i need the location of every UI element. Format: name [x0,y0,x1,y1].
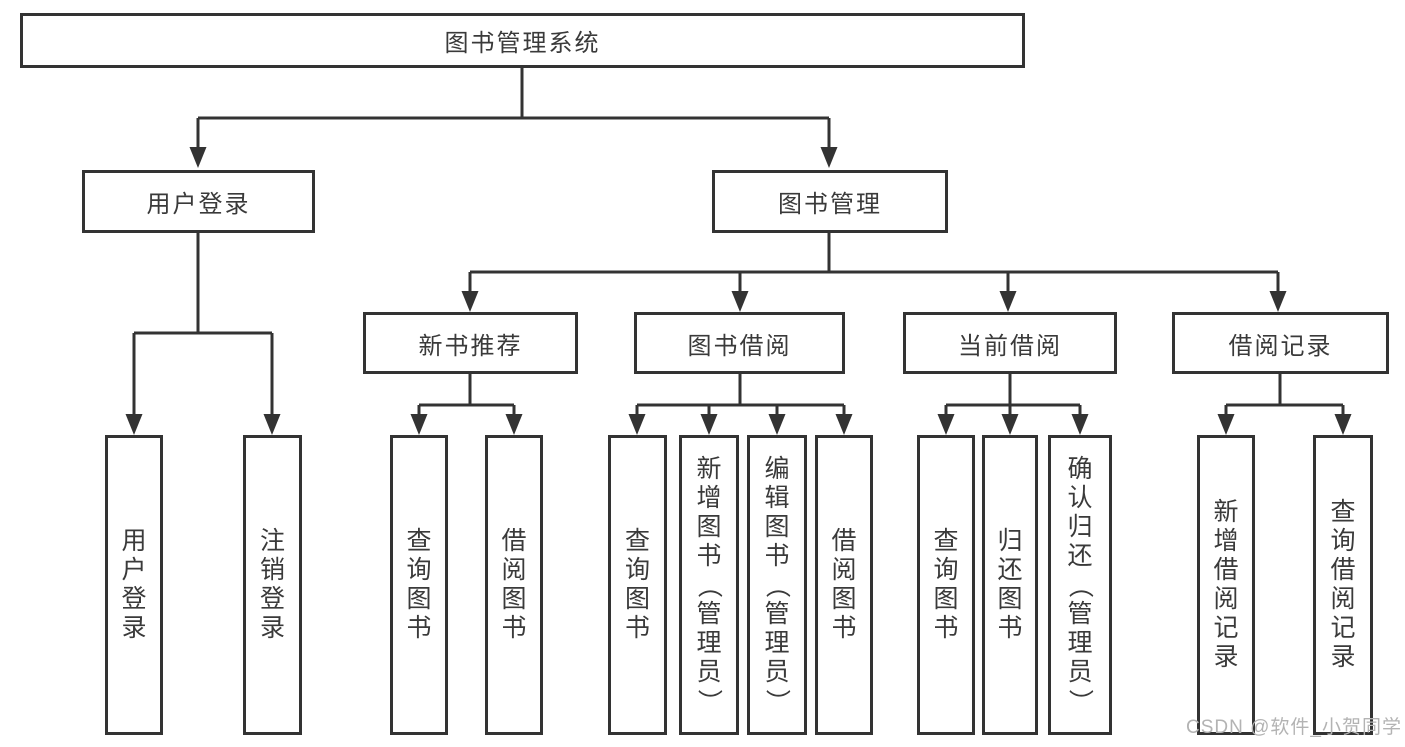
arrowhead [125,414,143,435]
node-label: 图书管理系统 [444,30,601,57]
connector-bookmgmt-to-level3 [468,233,1280,296]
node-current-borrowing: 当前借阅 [903,312,1117,374]
arrowhead [768,414,786,435]
leaf-add-book-admin: 新增图书（管理员） [679,435,739,735]
node-borrowing-records: 借阅记录 [1172,312,1389,374]
arrowheads [125,147,1352,435]
node-library-management-system: 图书管理系统 [20,13,1025,68]
leaf-logout: 注销登录 [243,435,302,735]
node-label: 查询图书 [933,527,959,642]
connector-lines [132,66,1345,419]
arrowhead [628,414,646,435]
arrowhead [1334,414,1352,435]
arrowhead [1269,291,1287,312]
arrowhead [1001,414,1019,435]
leaf-edit-book-admin: 编辑图书（管理员） [747,435,807,735]
leaf-return-books: 归还图书 [982,435,1038,735]
node-label: 编辑图书（管理员） [763,454,792,714]
leaf-query-books-recommend: 查询图书 [390,435,448,735]
connector-current-to-leaves [944,374,1082,419]
node-label: 新增图书（管理员） [695,454,724,714]
arrowhead [999,291,1017,312]
node-label: 用户登录 [146,191,251,218]
leaf-query-books-borrowing: 查询图书 [608,435,667,735]
arrowhead [835,414,853,435]
arrowhead [189,147,207,168]
arrowhead [700,414,718,435]
node-label: 确认归还（管理员） [1066,454,1095,714]
arrowhead [505,414,523,435]
node-label: 图书借阅 [687,332,792,360]
node-label: 新书推荐 [418,332,523,360]
node-label: 借阅图书 [831,527,857,642]
leaf-add-borrow-record: 新增借阅记录 [1197,435,1255,735]
leaf-borrow-books-borrowing: 借阅图书 [815,435,873,735]
arrowhead [461,291,479,312]
node-label: 新增借阅记录 [1213,498,1239,671]
node-label: 查询图书 [406,527,432,642]
node-label: 查询借阅记录 [1330,498,1356,671]
node-label: 归还图书 [997,527,1023,642]
node-user-login: 用户登录 [82,170,315,233]
node-book-borrowing: 图书借阅 [634,312,845,374]
leaf-user-login: 用户登录 [105,435,163,735]
arrowhead [263,414,281,435]
leaf-query-borrow-record: 查询借阅记录 [1313,435,1373,735]
node-label: 用户登录 [121,527,147,642]
connector-records-to-leaves [1224,374,1345,419]
node-label: 借阅记录 [1228,332,1333,360]
node-label: 注销登录 [259,527,285,642]
arrowhead [1217,414,1235,435]
connector-root-to-level2 [196,66,831,152]
leaf-confirm-return-admin: 确认归还（管理员） [1048,435,1112,735]
node-label: 当前借阅 [958,332,1062,360]
watermark: CSDN @软件_小贺同学 [1186,717,1402,738]
connector-borrowing-to-leaves [635,374,846,419]
connector-userlogin-to-leaves [132,233,274,419]
arrowhead [731,291,749,312]
node-new-book-recommendation: 新书推荐 [363,312,578,374]
node-label: 图书管理 [778,191,882,218]
node-label: 借阅图书 [501,527,527,642]
arrowhead [1071,414,1089,435]
arrowhead [820,147,838,168]
arrowhead [937,414,955,435]
leaf-borrow-books-recommend: 借阅图书 [485,435,543,735]
leaf-query-books-current: 查询图书 [917,435,975,735]
connector-newbook-to-leaves [417,374,516,419]
arrowhead [410,414,428,435]
node-book-management: 图书管理 [712,170,948,233]
node-label: 查询图书 [624,527,650,642]
